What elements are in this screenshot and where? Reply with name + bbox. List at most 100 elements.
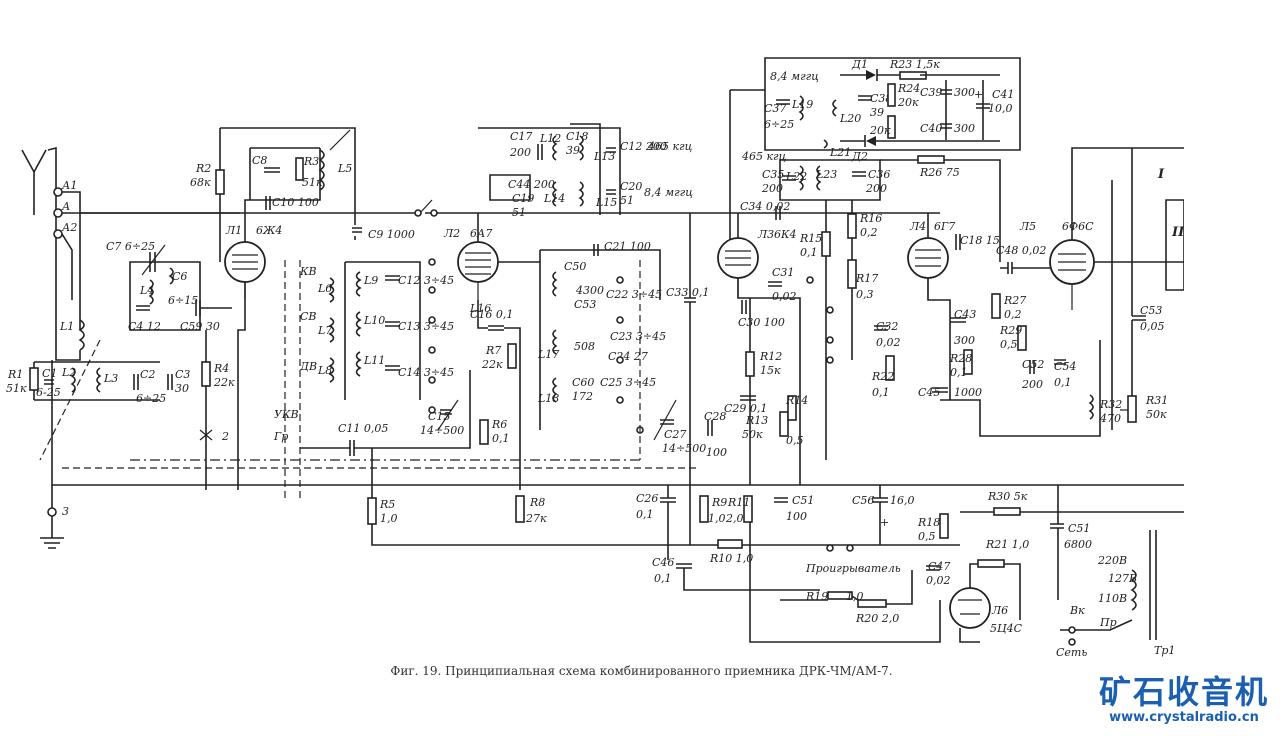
label-r14: R14: [785, 394, 808, 407]
label-c56: C56: [852, 494, 874, 507]
resistor-r32: [1088, 394, 1094, 420]
potentiometer-r31: [1127, 395, 1137, 423]
label-r22-value: 0,1: [872, 386, 890, 399]
label-r11-value: 2,0: [725, 512, 744, 525]
label-c53a-value: 508: [574, 340, 595, 353]
coil-l18: [552, 377, 558, 403]
label-r9: R9: [711, 496, 727, 509]
coil-l15: [578, 181, 584, 207]
resistor-r29: [1017, 325, 1027, 351]
label-d2: Д2: [851, 150, 868, 163]
label-tube-l3: Л3: [757, 228, 774, 241]
label-c22: C22 3÷45: [606, 288, 662, 301]
band-switch-link: [284, 260, 301, 500]
label-l6: L6: [317, 282, 332, 295]
label-c33: C33 0,1: [666, 286, 709, 299]
label-l15: L15: [595, 196, 617, 209]
resistor-r17: [847, 259, 857, 289]
capacitor-c28: [707, 420, 713, 436]
capacitor-c43: [950, 317, 966, 323]
capacitor-c47: [926, 565, 940, 571]
label-c53: C53: [1140, 304, 1162, 317]
label-c1: C1: [42, 367, 57, 380]
label-c18-value: 39: [566, 144, 580, 157]
label-tr1: Тр1: [1154, 644, 1175, 657]
coil-l10: [355, 311, 362, 337]
watermark-url: www.crystalradio.cn: [1109, 710, 1259, 725]
label-r28: R28: [949, 352, 972, 365]
label-r29: R29: [999, 324, 1022, 337]
resistor-r15: [821, 231, 831, 257]
coil-l3: [96, 367, 102, 393]
coil-l14: [552, 181, 558, 207]
capacitor-c13-trim: [385, 321, 400, 327]
label-c32: C32: [876, 320, 898, 333]
resistor-r14: [787, 395, 797, 421]
resistor-r22: [885, 355, 895, 381]
label-sv: СВ: [300, 310, 317, 323]
capacitor-c34: [775, 206, 781, 220]
capacitor-c27: [653, 399, 677, 441]
capacitor-c18b: [955, 234, 961, 250]
label-r8-value: 27к: [525, 512, 547, 525]
detector-box: [764, 57, 1021, 151]
label-r9-value: 1,0: [708, 512, 726, 525]
label-f84b: 8,4 мггц: [770, 70, 819, 83]
label-set: Сеть: [1056, 646, 1087, 659]
label-c43-value: 300: [954, 334, 975, 347]
label-c46-value: 0,1: [654, 572, 672, 585]
coil-l21: [823, 139, 828, 149]
label-c19: C19: [512, 192, 534, 205]
label-c45: C45: [918, 386, 940, 399]
label-kv: КВ: [299, 265, 317, 278]
label-r12-value: 15к: [760, 364, 781, 377]
coil-l8: [328, 357, 335, 383]
capacitor-c8: [264, 167, 280, 173]
label-l18: L18: [537, 392, 559, 405]
label-c8: C8: [252, 154, 267, 167]
capacitor-c7: [141, 244, 166, 276]
label-tube-l6-type: 5Ц4С: [990, 622, 1023, 635]
capacitor-c54: [1054, 359, 1066, 365]
label-c35-value: 200: [761, 182, 783, 195]
resistor-r12: [745, 351, 755, 377]
capacitor-c14-trim: [385, 365, 400, 371]
capacitor-c29: [740, 395, 756, 401]
resistor-r9: [699, 495, 709, 523]
label-c20-value: 51: [620, 194, 634, 207]
label-r29-value: 0,5: [1000, 338, 1018, 351]
label-c35: C35: [762, 168, 784, 181]
coil-l7: [328, 317, 335, 343]
label-r3-value: 51к: [302, 176, 323, 189]
capacitor-c12b: [606, 147, 616, 153]
label-c60-value: 172: [572, 390, 593, 403]
label-l23: L23: [815, 168, 837, 181]
label-dv: ДВ: [299, 360, 317, 373]
label-player: Проигрыватель: [805, 562, 901, 575]
label-c34: C34 0,02: [740, 200, 790, 213]
label-tube-l4: Л4: [909, 220, 926, 233]
diode-d2: [840, 135, 920, 147]
label-r27: R27: [1003, 294, 1026, 307]
label-c27: C27: [664, 428, 686, 441]
label-c47-value: 0,02: [926, 574, 951, 587]
label-l12: L12: [539, 132, 561, 145]
label-c60: C60: [572, 376, 594, 389]
label-l10: L10: [363, 314, 385, 327]
capacitor-c35: [782, 175, 796, 181]
label-c29: C29 0,1: [724, 402, 767, 415]
capacitor-c3: [167, 374, 173, 390]
capacitor-c9: [352, 227, 362, 233]
label-c4: C4 12: [128, 320, 161, 333]
label-roman-1: I: [1157, 167, 1165, 182]
label-tube-l4-type: 6Г7: [934, 220, 955, 233]
label-r19: R19: [805, 590, 828, 603]
label-r15-value: 0,1: [800, 246, 818, 259]
capacitor-c11: [349, 440, 355, 456]
label-r14-value: 0,5: [786, 434, 804, 447]
label-c11: C11 0,05: [338, 422, 388, 435]
label-l11: L11: [363, 354, 385, 367]
label-r15: R15: [799, 232, 822, 245]
